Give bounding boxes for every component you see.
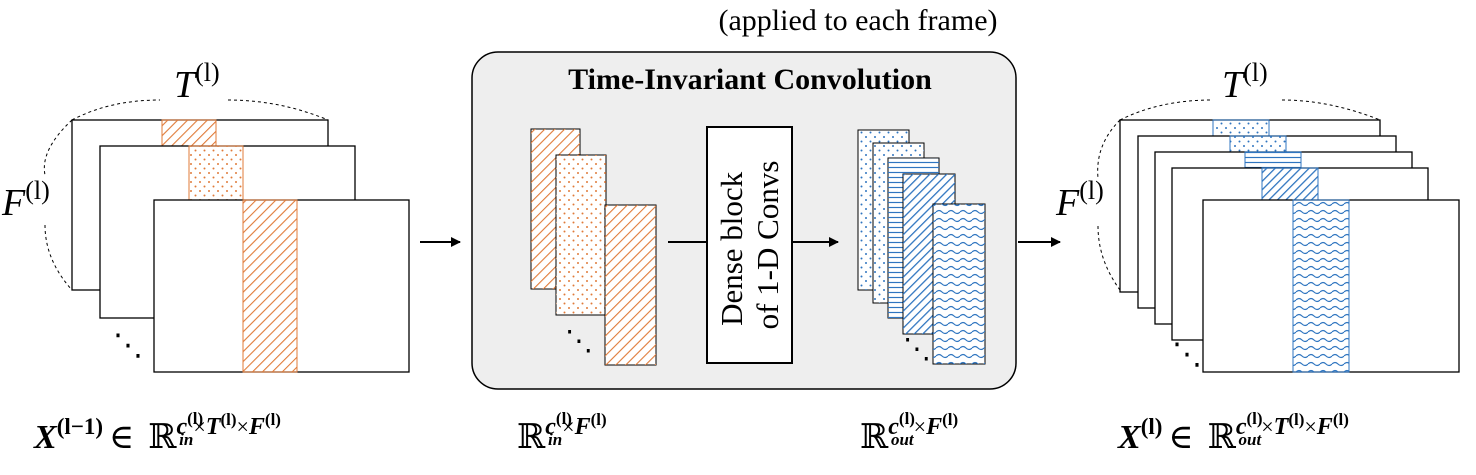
output-band-1 bbox=[1212, 119, 1270, 137]
output-t-label: T(l) bbox=[1222, 58, 1268, 106]
output-band-3 bbox=[1244, 151, 1302, 169]
module-out-caption: ℝc(l)out×F(l) bbox=[860, 409, 958, 456]
input-ellipsis: ⋱ bbox=[113, 328, 143, 363]
output-band-4 bbox=[1261, 167, 1319, 201]
output-f-brace bbox=[1097, 119, 1121, 291]
module-in-ellipsis: ⋱ bbox=[565, 324, 593, 357]
top-note: (applied to each frame) bbox=[718, 4, 997, 37]
output-caption: X(l)∈ℝc(l)out×T(l)×F(l) bbox=[1117, 409, 1349, 456]
input-band-2 bbox=[188, 145, 244, 201]
output-t-brace bbox=[1119, 99, 1381, 121]
output-tensor: ⋱ T(l) F(l) bbox=[1055, 58, 1460, 373]
module-title: Time-Invariant Convolution bbox=[568, 63, 932, 96]
input-t-brace bbox=[71, 99, 329, 121]
output-band-5 bbox=[1292, 199, 1350, 373]
time-invariant-conv-module: Time-Invariant Convolution ⋱ Dense block… bbox=[471, 51, 1017, 390]
module-out-ellipsis: ⋱ bbox=[903, 332, 931, 365]
input-band-3 bbox=[242, 199, 298, 373]
input-f-brace bbox=[43, 119, 73, 291]
output-band-2 bbox=[1229, 135, 1287, 153]
module-in-caption: ℝc(l)in×F(l) bbox=[517, 409, 607, 456]
input-caption: X(l−1)∈ℝc(l)in×T(l)×F(l) bbox=[33, 409, 281, 456]
dense-block-box bbox=[706, 126, 793, 364]
dense-block-label: Dense block of 1-D Convs bbox=[714, 161, 785, 330]
input-tensor: ⋱ T(l) F(l) bbox=[1, 58, 410, 373]
input-t-label: T(l) bbox=[174, 58, 220, 106]
input-band-1 bbox=[161, 119, 217, 147]
input-f-label: F(l) bbox=[1, 176, 50, 224]
output-ellipsis: ⋱ bbox=[1172, 337, 1202, 372]
output-f-label: F(l) bbox=[1055, 176, 1104, 224]
